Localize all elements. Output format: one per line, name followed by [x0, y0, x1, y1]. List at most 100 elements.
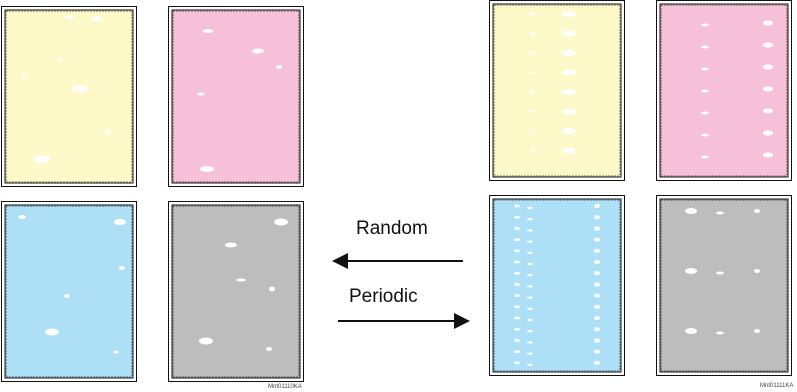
defect-spot	[266, 347, 272, 351]
defect-spot	[562, 108, 576, 115]
defect-spot	[119, 266, 125, 270]
defect-spot	[105, 130, 111, 134]
magenta-periodic-drawing	[659, 3, 789, 178]
sample-page-magenta-random	[168, 6, 304, 187]
defect-spot	[594, 204, 600, 208]
defect-spot	[514, 316, 520, 320]
defect-spot	[562, 50, 576, 56]
defect-spot	[18, 215, 26, 219]
sample-page-cyan-random	[1, 201, 137, 382]
defect-spot	[701, 67, 709, 71]
sample-page-cyan-periodic	[489, 195, 625, 376]
defect-spot	[594, 226, 600, 231]
defect-spot	[594, 215, 600, 220]
left-arrow-icon	[332, 253, 463, 269]
defect-spot	[113, 350, 119, 354]
defect-spot	[562, 69, 576, 76]
defect-spot	[763, 20, 773, 26]
defect-spot	[527, 307, 533, 310]
defect-spot	[594, 293, 600, 298]
defect-spot	[594, 271, 600, 276]
defect-spot	[594, 338, 600, 343]
defect-spot	[514, 327, 520, 331]
yellow-random-drawing	[4, 9, 134, 184]
random-label: Random	[356, 218, 428, 239]
defect-spot	[527, 218, 533, 221]
defect-spot	[203, 29, 213, 33]
defect-spot	[514, 282, 520, 286]
defect-spot	[514, 271, 520, 275]
defect-spot	[701, 23, 709, 27]
defect-spot	[685, 328, 697, 334]
defect-spot	[252, 48, 264, 54]
defect-spot	[514, 361, 520, 365]
defect-spot	[64, 294, 70, 298]
defect-spot	[527, 330, 533, 333]
defect-spot	[530, 51, 536, 55]
defect-spot	[514, 305, 520, 309]
defect-spot	[594, 304, 600, 309]
defect-spot	[527, 229, 533, 232]
defect-spot	[199, 337, 213, 345]
sample-page-yellow-random	[1, 6, 137, 187]
defect-spot	[514, 215, 520, 219]
defect-spot	[530, 149, 536, 152]
defect-spot	[594, 260, 600, 264]
figure-code-left: Mnt01110KA	[268, 384, 302, 390]
right-arrow-icon	[338, 313, 470, 329]
defect-spot	[594, 349, 600, 354]
defect-spot	[22, 73, 26, 77]
defect-spot	[530, 71, 536, 74]
figure-code-right: Mnt01111KA	[760, 383, 794, 389]
defect-spot	[701, 111, 709, 115]
defect-spot	[716, 271, 724, 275]
yellow-periodic-drawing	[492, 3, 622, 178]
defect-spot	[763, 130, 773, 136]
defect-spot	[763, 108, 773, 114]
defect-spot	[527, 262, 533, 266]
defect-spot	[763, 64, 773, 70]
defect-spot	[72, 85, 88, 93]
defect-spot	[527, 206, 533, 210]
defect-spot	[527, 363, 533, 366]
defect-spot	[530, 12, 536, 16]
defect-spot	[92, 16, 102, 22]
defect-spot	[530, 90, 536, 94]
defect-spot	[716, 211, 724, 215]
cyan-periodic-drawing	[492, 198, 622, 373]
defect-spot	[716, 331, 724, 335]
defect-spot	[701, 155, 709, 159]
defect-spot	[562, 30, 576, 37]
defect-spot	[276, 65, 282, 69]
defect-spot	[701, 45, 709, 49]
defect-spot	[594, 248, 600, 253]
magenta-random-drawing	[171, 9, 301, 184]
defect-spot	[527, 296, 533, 299]
defect-spot	[514, 338, 520, 342]
defect-spot	[527, 251, 533, 254]
defect-spot	[594, 282, 600, 287]
sample-page-magenta-periodic	[656, 0, 792, 181]
defect-spot	[754, 269, 760, 273]
defect-spot	[763, 86, 773, 92]
defect-spot	[527, 240, 533, 243]
defect-spot	[754, 209, 760, 213]
defect-spot	[530, 32, 536, 35]
defect-spot	[514, 350, 520, 354]
sample-page-black-random	[168, 201, 304, 382]
defect-spot	[562, 147, 576, 154]
black-random-drawing	[171, 204, 301, 379]
defect-spot	[33, 155, 51, 163]
sample-page-yellow-periodic	[489, 0, 625, 181]
defect-spot	[200, 166, 214, 172]
defect-spot	[594, 360, 600, 365]
defect-spot	[236, 278, 246, 282]
defect-spot	[527, 341, 533, 344]
defect-spot	[701, 89, 709, 93]
defect-spot	[594, 237, 600, 242]
defect-spot	[701, 133, 709, 137]
defect-spot	[530, 110, 536, 113]
defect-spot	[197, 92, 205, 96]
defect-spot	[527, 318, 533, 322]
defect-spot	[269, 286, 275, 292]
